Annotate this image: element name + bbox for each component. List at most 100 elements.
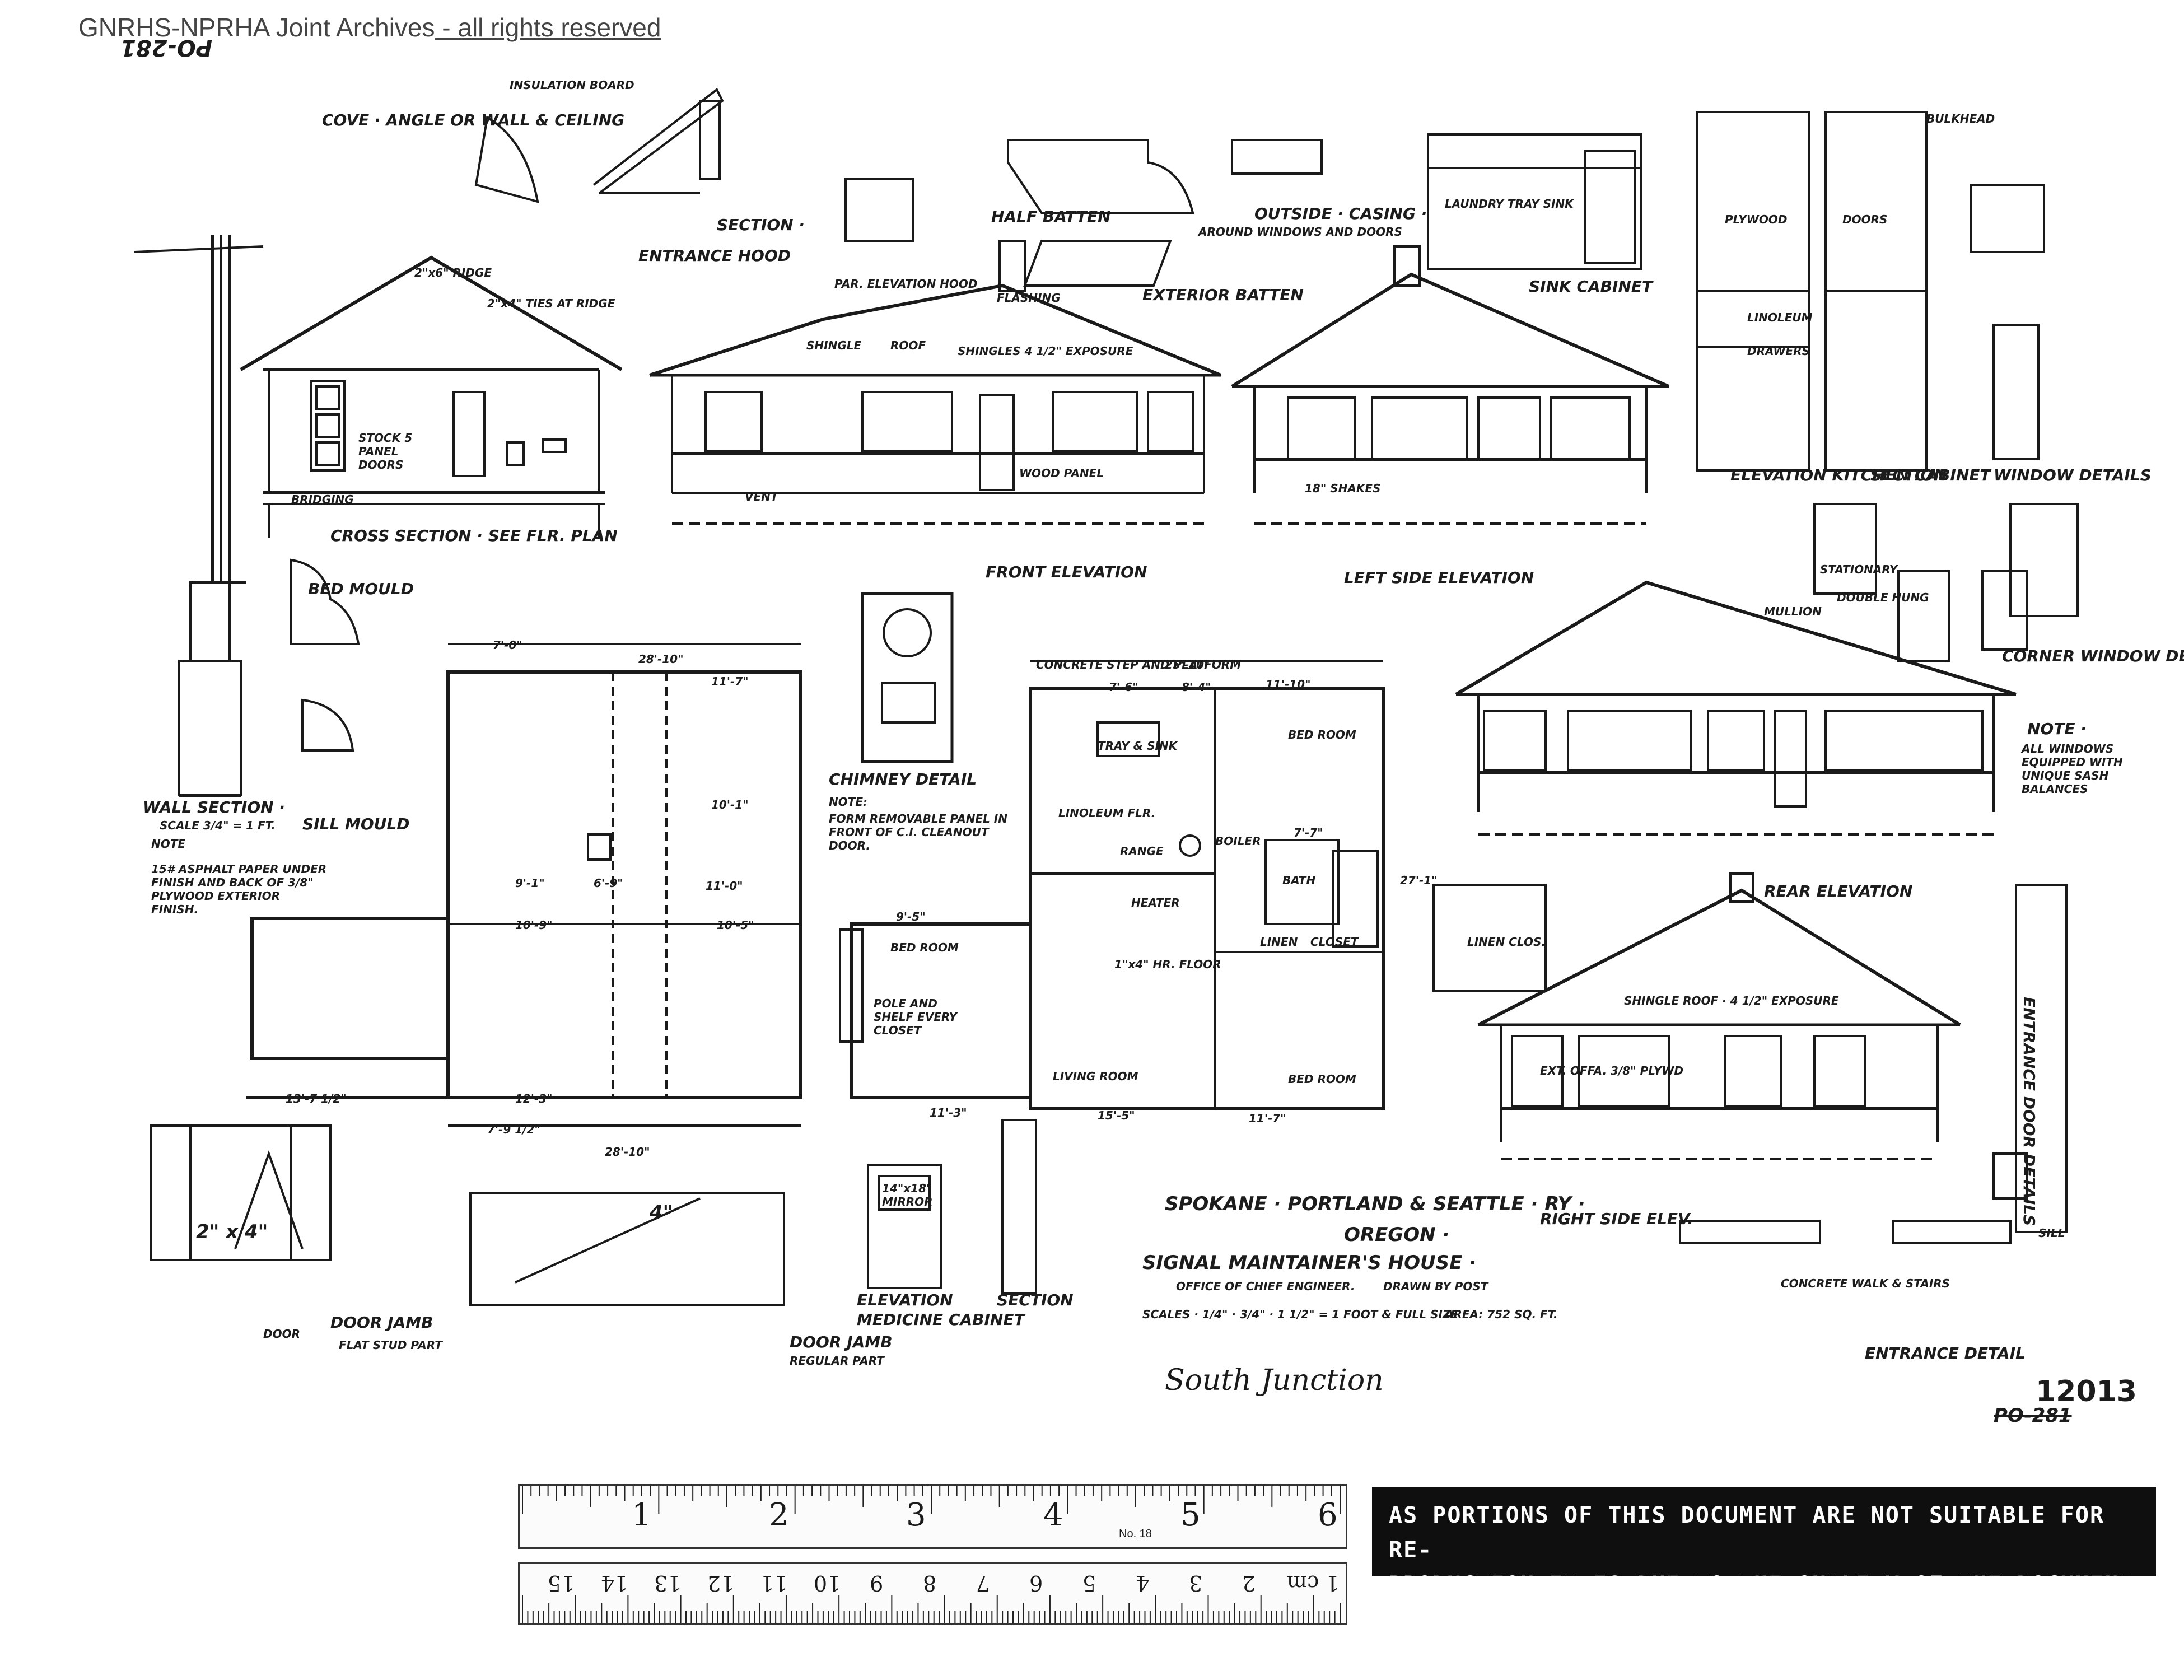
misc-label: 18" SHAKES [1305,482,1381,495]
misc-label: LINOLEUM [1747,311,1813,324]
cm-label: 11 [760,1571,788,1595]
rear-elevation-view [1455,580,2017,836]
wall-note-title: NOTE [151,837,186,851]
label-entrance-hood: ENTRANCE HOOD [638,246,791,265]
dim-label: 6'-9" [594,876,623,890]
room-label: BATH [1282,874,1316,887]
room-label: RANGE [1120,844,1164,858]
dim-label: 10'-9" [515,918,553,932]
title-office: OFFICE OF CHIEF ENGINEER. [1176,1280,1355,1293]
title-area: AREA: 752 SQ. FT. [1445,1308,1558,1321]
misc-label: PLYWOOD [1725,213,1788,226]
misc-label: STATIONARY [1820,563,1898,576]
label-elevation-medicine: ELEVATION [857,1291,953,1309]
dim-label: 7'-0" [493,638,522,652]
room-label: LINOLEUM FLR. [1058,806,1156,820]
chimney-note-title: NOTE: [829,795,868,809]
misc-label: BULKHEAD [1926,112,1995,125]
label-sink-cabinet: SINK CABINET [1529,277,1653,296]
misc-label: ROOF [890,339,926,352]
cm-label: 8 [923,1571,937,1595]
watermark-rights: - all rights reserved [435,13,661,42]
dim-label: 8'-4" [1182,680,1211,694]
label-medicine-cabinet: MEDICINE CABINET [857,1310,1025,1329]
dim-label: 10'-1" [711,798,749,811]
cross-section-view [240,255,623,538]
room-label: LINEN CLOS. [1467,935,1546,949]
cm-label: 7 [976,1571,990,1595]
wall-note: 15# ASPHALT PAPER UNDER FINISH AND BACK … [151,862,327,916]
room-label: 1"x4" HR. FLOOR [1114,958,1221,971]
wall-section-view [134,235,264,797]
front-elevation-view [649,240,1222,525]
misc-label: 4" [650,1201,673,1224]
misc-label: VENT [745,490,778,503]
label-half-batten: HALF BATTEN [991,207,1111,226]
inch-label: 3 [906,1497,926,1533]
label-left-side-elevation: LEFT SIDE ELEVATION [1344,568,1534,587]
cm-ruler-ticks [522,1595,1341,1623]
label-door-jamb-regular: DOOR JAMB [790,1333,893,1351]
inch-label: 4 [1043,1497,1063,1533]
stamp-line: PRODUCTION IT IS DUE TO THE QUALITY OF T… [1389,1567,2139,1576]
dim-label: 11'-10" [1266,678,1311,691]
misc-label: SHINGLE [806,339,862,352]
dim-label: 28'-10" [638,652,684,666]
misc-label: 14"x18" MIRROR [882,1182,933,1208]
title-railway: SPOKANE · PORTLAND & SEATTLE · RY · [1165,1193,1585,1215]
cm-label: 5 [1082,1571,1096,1595]
casing-details [844,139,1323,287]
cm-label: 14 [601,1571,628,1595]
label-par-elevation-hood: PAR. ELEVATION HOOD [834,277,978,291]
label-section: SECTION · [717,216,805,234]
cm-label: 2 [1242,1571,1256,1595]
label-outside-casing-note: AROUND WINDOWS AND DOORS [1198,225,1402,239]
title-place: OREGON · [1344,1224,1450,1246]
dim-label: 7'-6" [1109,680,1138,694]
label-window-details: WINDOW DETAILS [1994,466,2152,484]
dim-label: 11'-7" [711,675,749,688]
label-door-jamb-flat: DOOR JAMB [330,1313,433,1332]
cm-label: 10 [814,1571,841,1595]
label-bed-mould: BED MOULD [308,580,414,598]
label-entrance-door-details: ENTRANCE DOOR DETAILS [2020,997,2038,1226]
old-drawing-number: PO-281 [1994,1404,2072,1427]
dim-label: 28'-10" [605,1145,650,1159]
misc-label: STOCK 5 PANEL DOORS [358,431,413,472]
dim-label: 9'-5" [896,910,926,923]
dim-label: 11'-0" [706,879,743,893]
label-exterior-batten: EXTERIOR BATTEN [1142,286,1304,304]
misc-label: MULLION [1764,605,1822,618]
misc-label: DOOR [263,1327,301,1341]
cm-label: 3 [1189,1571,1203,1595]
chimney-note: FORM REMOVABLE PANEL IN FRONT OF C.I. CL… [829,812,1007,852]
inch-label: 2 [769,1497,789,1533]
archive-watermark: GNRHS-NPRHA Joint Archives - all rights … [78,12,661,43]
label-door-jamb-regular-sub: REGULAR PART [790,1354,884,1368]
label-outside-casing: OUTSIDE · CASING · [1254,204,1427,223]
misc-label: INSULATION BOARD [510,78,634,92]
label-sill-mould: SILL MOULD [302,815,410,833]
ruler-model: No. 18 [1119,1528,1152,1540]
label-chimney-detail: CHIMNEY DETAIL [829,770,977,788]
dim-label: 11'-7" [1249,1112,1286,1125]
misc-label: 2"x6" RIDGE [414,266,492,279]
cabinet-details [1427,111,2045,472]
label-cross-section: CROSS SECTION · SEE FLR. PLAN [330,526,618,545]
inch-label: 1 [632,1497,652,1533]
room-label: BED ROOM [1288,1072,1356,1086]
cm-label: 6 [1029,1571,1043,1595]
drawing-number: 12013 [2036,1375,2137,1408]
cm-label: 4 [1136,1571,1150,1595]
stamp-line: AS PORTIONS OF THIS DOCUMENT ARE NOT SUI… [1389,1502,2105,1563]
cm-ruler: 1 cm 2 3 4 5 6 7 8 9 10 11 12 13 14 15 [518,1562,1347,1625]
quality-stamp: AS PORTIONS OF THIS DOCUMENT ARE NOT SUI… [1372,1487,2156,1576]
room-label: LIVING ROOM [1053,1070,1138,1083]
cm-label: 12 [707,1571,735,1595]
room-label: HEATER [1131,896,1180,909]
title-drawn: DRAWN BY POST [1383,1280,1488,1293]
misc-label: 2"x4" TIES AT RIDGE [487,297,615,310]
watermark-org: GNRHS-NPRHA Joint Archives [78,13,435,42]
window-details-view [1813,503,2079,1233]
room-label: BED ROOM [890,941,959,954]
